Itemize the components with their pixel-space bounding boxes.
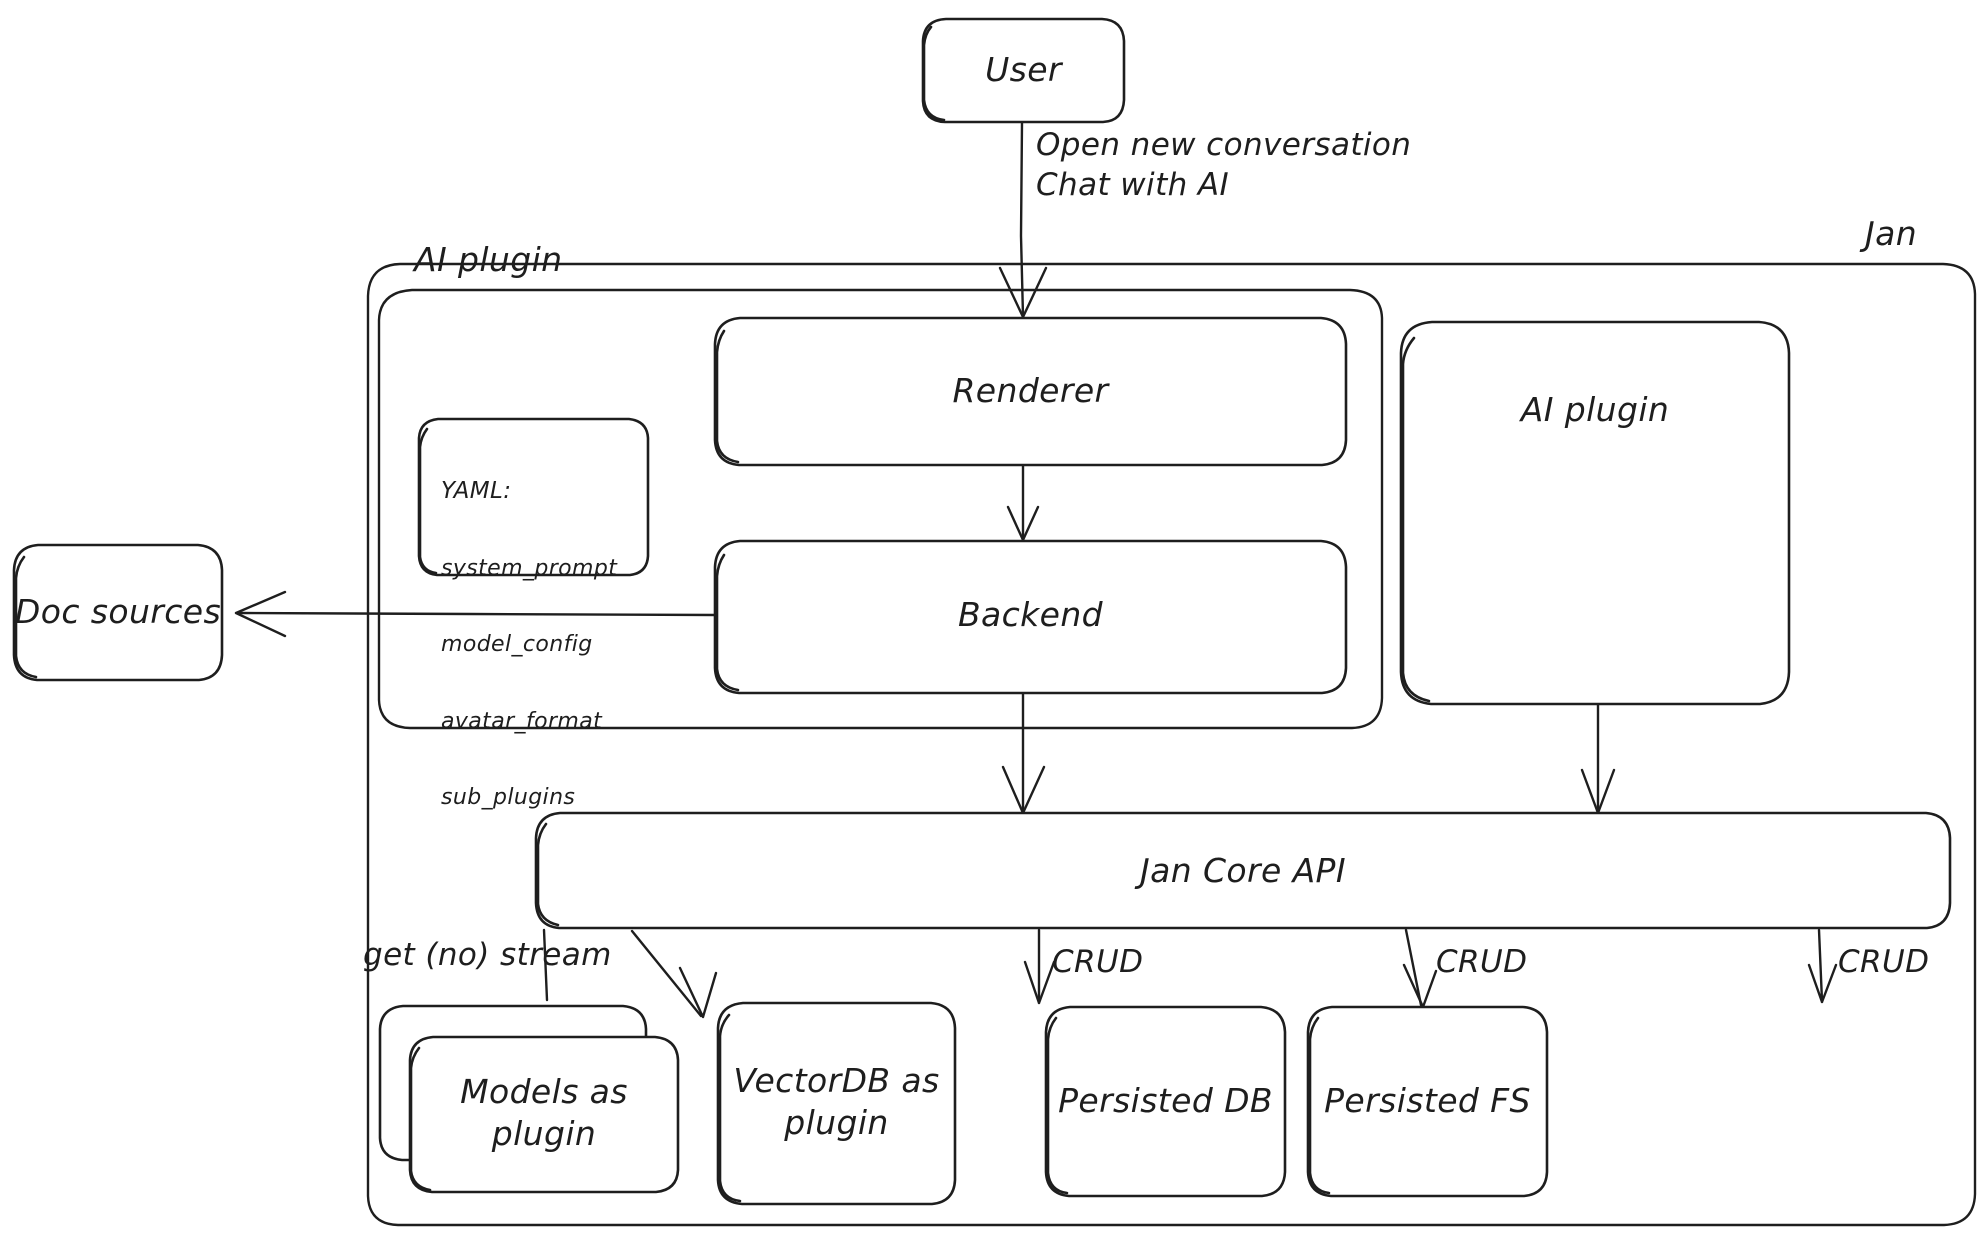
node-user-sketch-overlay (922, 25, 946, 122)
arrowhead-user-to-renderer (998, 266, 1048, 319)
arrowhead-core-to-models (678, 966, 718, 1019)
edge-label-core-to-models: get (no) stream (363, 937, 612, 973)
node-vectordb-plugin-label: VectorDB as plugin (733, 1061, 940, 1142)
node-vectordb-plugin[interactable] (716, 1001, 957, 1206)
node-jan-core-api-label: Jan Core API (1140, 851, 1346, 890)
ai-plugin-group-container (377, 288, 1384, 730)
yaml-key-3: sub_plugins (441, 785, 576, 810)
node-persisted-fs-label: Persisted FS (1324, 1081, 1531, 1120)
edge-user-to-renderer (1019, 121, 1025, 318)
arrowhead-core-to-vectordb (1023, 960, 1056, 1005)
edge-core-to-models (542, 928, 549, 1002)
node-vectordb-plugin-sketch-overlay (718, 1013, 742, 1203)
node-ai-plugin-right-sketch-overlay (1401, 336, 1431, 703)
node-doc-sources-sketch-overlay (14, 555, 38, 679)
edge-backend-to-doc-sources (238, 611, 718, 617)
node-backend[interactable] (713, 539, 1348, 695)
node-user-label: User (985, 50, 1062, 89)
arrowhead-renderer-to-backend (1006, 505, 1040, 542)
node-persisted-fs[interactable] (1306, 1005, 1549, 1198)
node-ai-plugin-right-label: AI plugin (1520, 390, 1670, 429)
arrowhead-core-to-persisted-fs (1807, 963, 1838, 1004)
node-persisted-db-label: Persisted DB (1058, 1081, 1273, 1120)
arrowhead-core-to-persisted-db (1402, 963, 1438, 1009)
yaml-heading: YAML: (441, 478, 512, 504)
node-yaml-card (417, 417, 650, 577)
yaml-card-text: YAML: system_prompt model_config avatar_… (441, 428, 656, 862)
node-jan-core-api-sketch-overlay (536, 822, 560, 927)
node-yaml-card-sketch-overlay (418, 427, 438, 575)
node-models-plugin-label: Models as plugin (460, 1072, 628, 1153)
edge-core-to-models-branch (630, 929, 703, 1018)
yaml-key-0: system_prompt (441, 555, 618, 581)
node-persisted-db-sketch-overlay (1046, 1016, 1069, 1195)
arrowhead-ai-plugin-to-core (1580, 768, 1616, 815)
node-renderer[interactable] (713, 316, 1348, 467)
node-renderer-sketch-overlay (715, 329, 740, 464)
yaml-key-2: avatar_format (441, 708, 603, 734)
edge-label-core-to-persisted-db: CRUD (1436, 944, 1528, 980)
node-backend-sketch-overlay (715, 553, 740, 692)
node-models-plugin-sketch-overlay (409, 1046, 432, 1192)
ai-plugin-group-label: AI plugin (414, 240, 563, 279)
node-doc-sources[interactable] (12, 543, 224, 682)
node-ai-plugin-right[interactable] (1399, 320, 1791, 706)
node-user[interactable] (921, 17, 1126, 124)
node-persisted-db[interactable] (1044, 1005, 1287, 1198)
edge-label-core-to-vectordb: CRUD (1052, 944, 1144, 980)
node-backend-label: Backend (957, 595, 1104, 634)
yaml-key-1: model_config (441, 632, 593, 657)
node-models-plugin[interactable] (408, 1035, 680, 1194)
node-renderer-label: Renderer (952, 371, 1109, 410)
edge-core-to-persisted-db (1404, 928, 1423, 1007)
edge-label-core-to-persisted-fs: CRUD (1838, 944, 1930, 980)
outer-container-jan (366, 262, 1977, 1227)
edge-core-to-persisted-fs (1817, 928, 1824, 1003)
node-jan-core-api[interactable] (534, 811, 1952, 930)
edge-label-user-to-renderer: Open new conversation Chat with AI (1036, 127, 1412, 203)
node-persisted-fs-sketch-overlay (1308, 1016, 1331, 1195)
arrowhead-backend-to-doc-sources (234, 590, 287, 638)
arrowhead-backend-to-core (1001, 765, 1046, 815)
node-doc-sources-label: Doc sources (14, 592, 222, 631)
outer-container-label: Jan (1865, 214, 1918, 253)
